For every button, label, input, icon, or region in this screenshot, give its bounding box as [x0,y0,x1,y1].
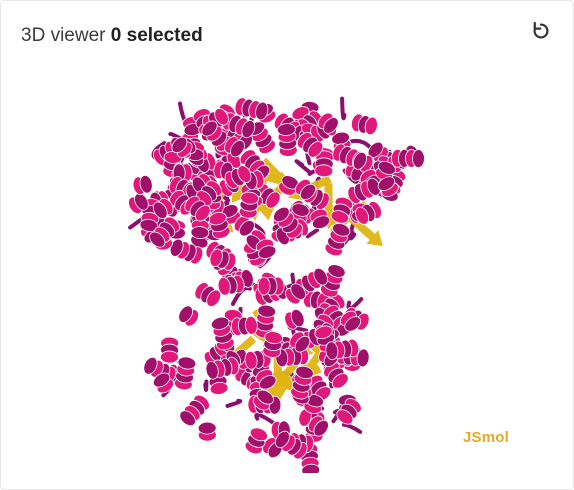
helix-segment [339,310,362,332]
helix-segment [224,136,245,158]
helix-segment [221,112,256,139]
coil-segment [225,398,243,408]
helix-segment [352,151,374,173]
helix-segment [238,191,260,219]
helix-segment [152,197,174,219]
helix-segment [230,315,258,337]
helix-segment [233,215,255,237]
helix-segment [324,222,351,257]
helix-segment [309,208,331,230]
helix-segment [325,338,360,361]
helix-segment [285,283,307,305]
helix-segment [330,196,354,224]
helix-segment [152,372,175,394]
strand-arrow [269,356,288,403]
helix-segment [194,282,222,307]
helix-segment [323,362,349,389]
helix-segment [171,136,193,158]
viewer-header: 3D viewer 0 selected [1,1,573,71]
jsmol-watermark: JSmol [463,429,510,446]
helix-segment [234,97,269,121]
title-prefix: 3D viewer [21,25,106,46]
helix-segment [169,238,204,265]
helix-segment [208,212,231,239]
helix-segment [307,415,329,437]
helix-segment [209,248,237,271]
viewer-title: 3D viewer 0 selected [21,25,203,47]
helix-segment [296,132,324,158]
helix-segment [255,238,277,259]
helix-segment [184,195,211,222]
helix-segment [205,356,240,380]
helix-segment [347,177,381,205]
helix-segment [317,112,339,134]
helix-segment [294,178,316,200]
helix-segment [355,201,382,225]
helix-segment [277,123,298,157]
helix-segment [143,356,177,384]
helix-segment [252,389,274,411]
helix-segment [244,427,268,455]
helix-segment [262,331,284,358]
helix-segment [351,113,378,136]
helix-segment [149,216,181,248]
reset-icon [533,21,549,39]
coil-segment [305,228,320,239]
helix-segment [336,398,362,425]
helix-segment [289,331,311,353]
reset-view-button[interactable] [527,17,555,45]
coil-segment [349,138,372,150]
molecule-viewer-canvas[interactable] [13,63,561,477]
helix-segment [132,174,153,196]
helix-segment [210,316,235,351]
coil-segment [348,221,357,241]
helix-segment [196,180,223,207]
helix-segment [377,176,399,198]
helix-segment [197,421,217,442]
helix-segment [160,336,180,364]
helix-segment [257,276,285,296]
helix-segment [174,356,197,391]
helix-segment [128,193,149,215]
helix-segment [278,175,300,196]
coil-segment [340,96,347,121]
helix-segment [303,393,324,415]
helix-segment [217,274,245,296]
helix-segment [284,309,305,330]
helix-segment [224,165,252,190]
helix-segment [275,430,308,460]
selected-count: 0 [110,25,122,46]
helix-segment [391,148,425,168]
helix-segment [244,349,272,370]
selected-label: selected [126,25,203,46]
protein-structure-render [128,96,425,477]
helix-segment [179,394,210,427]
coil-segment [203,379,209,392]
coil-segment [254,412,277,426]
helix-segment [178,305,199,327]
coil-segment [294,159,313,175]
helix-segment [290,365,314,400]
helix-segment [273,206,303,239]
coil-segment [341,422,363,434]
